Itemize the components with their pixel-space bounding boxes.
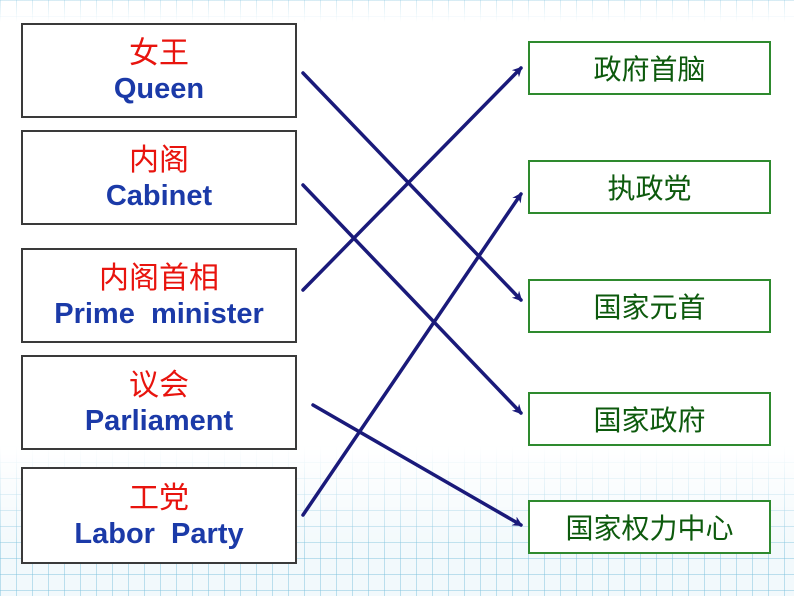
connector-arrow [301, 192, 523, 517]
left-item-prime-minister: 内阁首相 Prime minister [21, 248, 297, 343]
right-item-national-government: 国家政府 [528, 392, 771, 446]
left-item-zh: 议会 [129, 367, 189, 403]
left-item-queen: 女王 Queen [21, 23, 297, 118]
left-item-zh: 女王 [129, 35, 189, 71]
right-item-ruling-party: 执政党 [528, 160, 771, 214]
connector-arrow [301, 183, 523, 415]
left-item-en: Cabinet [105, 179, 213, 212]
left-item-cabinet: 内阁 Cabinet [21, 130, 297, 225]
left-item-parliament: 议会 Parliament [21, 355, 297, 450]
left-item-en: Labor Party [74, 517, 244, 550]
left-item-labor-party: 工党 Labor Party [21, 467, 297, 564]
left-item-en: Prime minister [54, 297, 264, 330]
right-item-head-of-state: 国家元首 [528, 279, 771, 333]
left-item-en: Parliament [84, 404, 234, 437]
right-item-head-of-government: 政府首脑 [528, 41, 771, 95]
connector-arrow [301, 66, 523, 292]
right-item-power-center: 国家权力中心 [528, 500, 771, 554]
left-item-zh: 内阁首相 [99, 260, 219, 296]
connector-arrow [301, 71, 523, 302]
connector-arrow [311, 403, 523, 527]
left-item-zh: 工党 [129, 480, 189, 516]
left-item-zh: 内阁 [129, 142, 189, 178]
background-grid-top [0, 0, 794, 22]
left-item-en: Queen [113, 72, 205, 105]
